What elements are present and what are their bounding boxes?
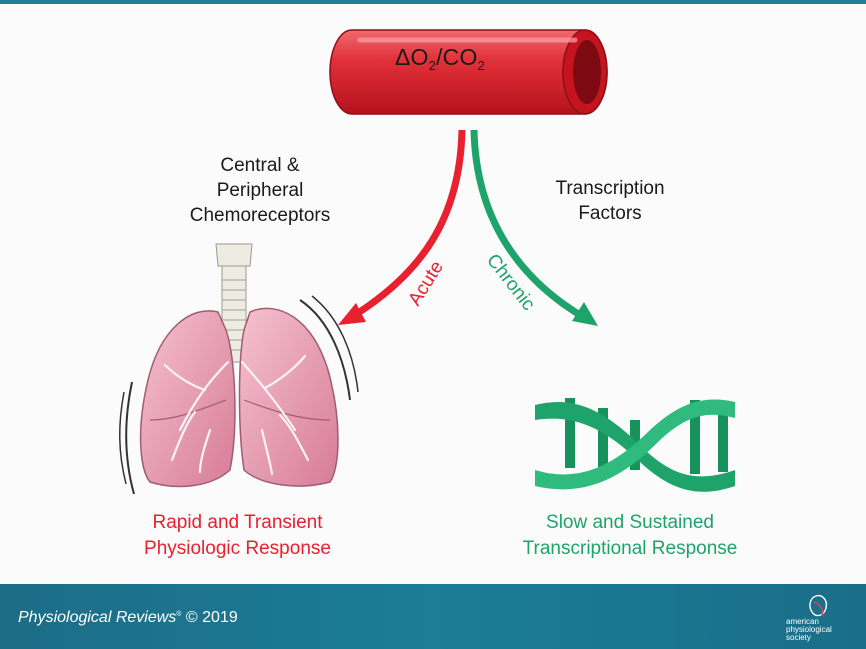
transcription-factors-caption: Transcription Factors [555, 178, 665, 224]
blood-vessel-icon [329, 29, 608, 115]
chemoreceptors-caption: Central & Peripheral Chemoreceptors [189, 155, 331, 226]
journal-credit: Physiological Reviews® © 2019 [18, 609, 238, 626]
aps-logo-icon [809, 594, 828, 617]
top-rule [0, 0, 866, 4]
vessel-label: ΔO2/CO2 [394, 44, 486, 73]
transcriptional-response-label: Slow and Sustained Transcriptional Respo… [522, 512, 738, 559]
acute-arrow [338, 129, 466, 325]
dna-helix-icon [535, 398, 735, 492]
footer-bar: Physiological Reviews® © 2019 american p… [0, 584, 866, 649]
lungs-icon [119, 243, 359, 495]
aps-logo: american physiological society [786, 592, 848, 642]
chronic-arrow [470, 129, 598, 326]
chronic-label: Chronic [482, 250, 539, 315]
physiologic-response-label: Rapid and Transient Physiologic Response [144, 512, 331, 559]
